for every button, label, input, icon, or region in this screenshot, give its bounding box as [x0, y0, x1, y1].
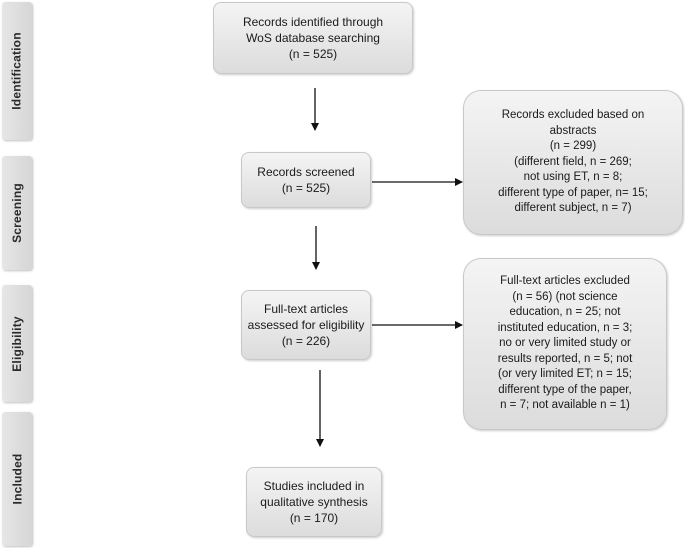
fulltext-excluded-line-4: instituted education, n = 3;	[497, 321, 633, 334]
fulltext-assessed-box: Full-text articles assessed for eligibil…	[241, 290, 371, 360]
records-identified-line-1: Records identified through	[242, 15, 384, 29]
fulltext-excluded-line-1: Full-text articles excluded	[500, 275, 630, 288]
studies-included-line-1: Studies included in	[263, 479, 365, 493]
fulltext-assessed-line-2: assessed for eligibility	[247, 318, 365, 332]
fulltext-excluded-line-5: no or very limited study or	[499, 337, 631, 350]
records-identified-count: (n = 525)	[288, 47, 338, 61]
stage-screening: Screening	[2, 156, 32, 270]
fulltext-excluded-box: Full-text articles excluded (n = 56) (no…	[463, 258, 667, 430]
records-excluded-line-6: different type of paper, n= 15;	[498, 186, 648, 199]
records-identified-box: Records identified through WoS database …	[213, 2, 413, 74]
records-screened-line-1: Records screened	[257, 165, 355, 179]
stage-included: Included	[2, 412, 32, 546]
studies-included-box: Studies included in qualitative synthesi…	[246, 467, 382, 537]
fulltext-excluded-line-3: education, n = 25; not	[509, 306, 621, 319]
records-excluded-line-2: abstracts	[549, 124, 597, 137]
fulltext-excluded-line-9: n = 7; not available n = 1)	[500, 399, 630, 412]
records-screened-box: Records screened (n = 525)	[241, 152, 371, 208]
records-excluded-line-4: (different field, n = 269;	[514, 155, 632, 168]
stage-eligibility: Eligibility	[2, 285, 32, 402]
studies-included-count: (n = 170)	[289, 511, 339, 525]
fulltext-assessed-count: (n = 226)	[281, 334, 331, 348]
fulltext-excluded-line-6: results reported, n = 5; not	[497, 352, 633, 365]
records-excluded-line-5: not using ET, n = 8;	[523, 171, 623, 184]
stage-identification: Identification	[2, 2, 32, 140]
records-screened-count: (n = 525)	[281, 181, 331, 195]
records-excluded-line-7: different subject, n = 7)	[514, 202, 632, 215]
fulltext-assessed-line-1: Full-text articles	[263, 302, 349, 316]
records-excluded-box: Records excluded based on abstracts (n =…	[463, 90, 683, 235]
fulltext-excluded-line-8: different type of the paper,	[498, 383, 632, 396]
records-excluded-count: (n = 299)	[549, 140, 597, 153]
records-excluded-line-1: Records excluded based on	[501, 109, 645, 122]
studies-included-line-2: qualitative synthesis	[260, 495, 368, 509]
fulltext-excluded-line-2: (n = 56) (not science	[512, 290, 618, 303]
records-identified-line-2: WoS database searching	[246, 31, 380, 45]
fulltext-excluded-line-7: (or very limited ET; n = 15;	[498, 368, 632, 381]
